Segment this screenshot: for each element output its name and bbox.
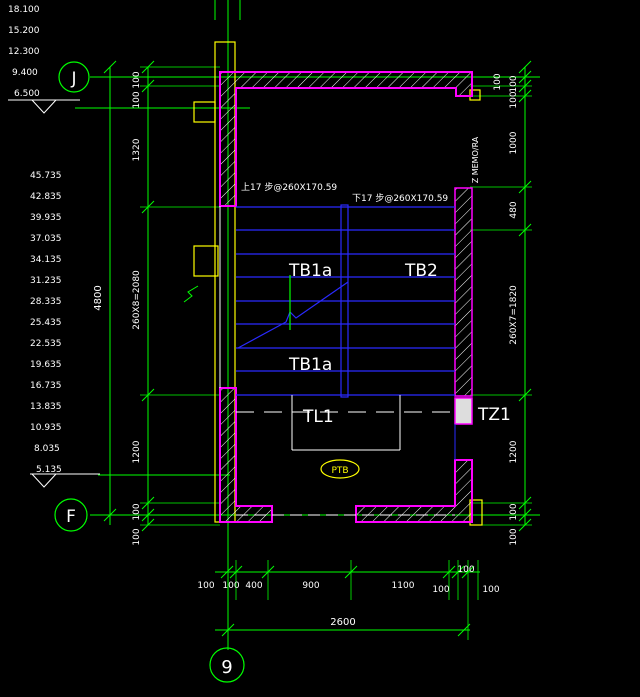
left-dim-100-d: 100 — [132, 528, 142, 545]
wall-left-bottom — [219, 387, 273, 523]
bottom-dim-100-c: 100 — [432, 585, 449, 595]
right-dim-1000: 1000 — [509, 131, 519, 154]
left-dim-100-b: 100 — [132, 91, 142, 108]
column-tz1 — [454, 397, 473, 425]
label-tl1: TL1 — [302, 407, 334, 427]
bottom-dimension-chain: 100 100 400 900 1100 100 100 100 2600 — [197, 560, 500, 640]
landing-level-12: 13.835 — [30, 402, 62, 412]
stair-treads — [236, 206, 455, 396]
right-dim-1200: 1200 — [509, 440, 519, 463]
ptb-tag: PTB — [320, 459, 360, 479]
right-dim-100-c: 100 — [509, 91, 519, 108]
stair-handrail — [340, 204, 349, 398]
landing-level-11: 16.735 — [30, 381, 62, 391]
bottom-dim-100-a: 100 — [197, 581, 214, 591]
beam-tl1 — [236, 395, 456, 516]
label-tz1: TZ1 — [477, 405, 511, 425]
label-tb1a-bottom: TB1a — [288, 355, 332, 375]
landing-level-3: 39.935 — [30, 213, 62, 223]
bottom-dim-100-d: 100 — [457, 565, 474, 575]
bottom-dim-total: 2600 — [330, 617, 355, 628]
floor-level-marker: 18.100 15.200 12.300 9.400 6.500 — [8, 5, 80, 114]
left-dim-1200: 1200 — [132, 440, 142, 463]
bottom-dim-1100: 1100 — [392, 581, 415, 591]
axis-label-J: J — [70, 69, 76, 89]
left-dim-stair: 260X8=2080 — [132, 270, 142, 330]
wall-right-bottom — [355, 459, 473, 523]
landing-level-2: 42.835 — [30, 192, 62, 202]
landing-level-marker: 45.735 42.835 39.935 37.035 34.135 31.23… — [30, 171, 100, 488]
landing-level-9: 22.535 — [30, 339, 62, 349]
right-dim-480: 480 — [509, 201, 519, 218]
axis-label-F: F — [66, 507, 76, 527]
bottom-dim-100-b: 100 — [222, 581, 239, 591]
label-up: 上17 步@260X170.59 — [241, 182, 337, 193]
label-tb1a-top: TB1a — [288, 261, 332, 281]
left-dimension-chain: 100 100 1320 260X8=2080 1200 100 100 480… — [93, 60, 220, 546]
axis-bubble-9: 9 — [209, 647, 245, 683]
stair-break-line — [237, 275, 349, 349]
wall-right — [454, 187, 473, 397]
left-dim-100-a: 100 — [132, 71, 142, 88]
bottom-dim-100-e: 100 — [482, 585, 499, 595]
floor-level-2: 15.200 — [8, 26, 40, 36]
floor-level-4: 9.400 — [12, 68, 38, 78]
right-dim-100-d: 100 — [509, 503, 519, 520]
floor-level-1: 18.100 — [8, 5, 40, 15]
landing-level-4: 37.035 — [30, 234, 62, 244]
right-dim-100-e: 100 — [509, 528, 519, 545]
right-dim-100-b: 100 — [509, 75, 519, 92]
floor-level-3: 12.300 — [8, 47, 40, 57]
landing-level-1: 45.735 — [30, 171, 62, 181]
floor-level-5: 6.500 — [14, 89, 40, 99]
right-dim-stair: 260X7=1820 — [509, 285, 519, 345]
left-dim-total: 4800 — [93, 285, 104, 310]
label-ptb: PTB — [331, 466, 348, 476]
label-tb2: TB2 — [404, 261, 438, 281]
bottom-dim-900: 900 — [302, 581, 319, 591]
wall-top — [219, 71, 473, 207]
landing-level-14: 8.035 — [34, 444, 60, 454]
wall-break-symbol — [183, 285, 199, 303]
left-dim-100-c: 100 — [132, 503, 142, 520]
right-vertical-note: Z MEMO/RA — [471, 136, 480, 183]
bottom-dim-400: 400 — [245, 581, 262, 591]
landing-level-8: 25.435 — [30, 318, 62, 328]
landing-level-13: 10.935 — [30, 423, 62, 433]
landing-level-7: 28.335 — [30, 297, 62, 307]
axis-bubble-J: J — [58, 61, 90, 93]
landing-level-10: 19.635 — [30, 360, 62, 370]
right-dim-100-a: 100 — [493, 73, 503, 90]
right-dimension-chain: 100 100 100 1000 480 260X7=1820 1200 100… — [470, 60, 532, 546]
stair-walls — [219, 71, 473, 523]
landing-level-15: 5.135 — [36, 465, 62, 475]
axis-label-9: 9 — [221, 657, 232, 678]
label-down: 下17 步@260X170.59 — [352, 193, 448, 204]
left-dim-1320: 1320 — [132, 138, 142, 161]
axis-bubble-F: F — [54, 498, 88, 532]
outer-wall-yellow — [193, 41, 483, 526]
landing-level-5: 34.135 — [30, 255, 62, 265]
landing-level-6: 31.235 — [30, 276, 62, 286]
